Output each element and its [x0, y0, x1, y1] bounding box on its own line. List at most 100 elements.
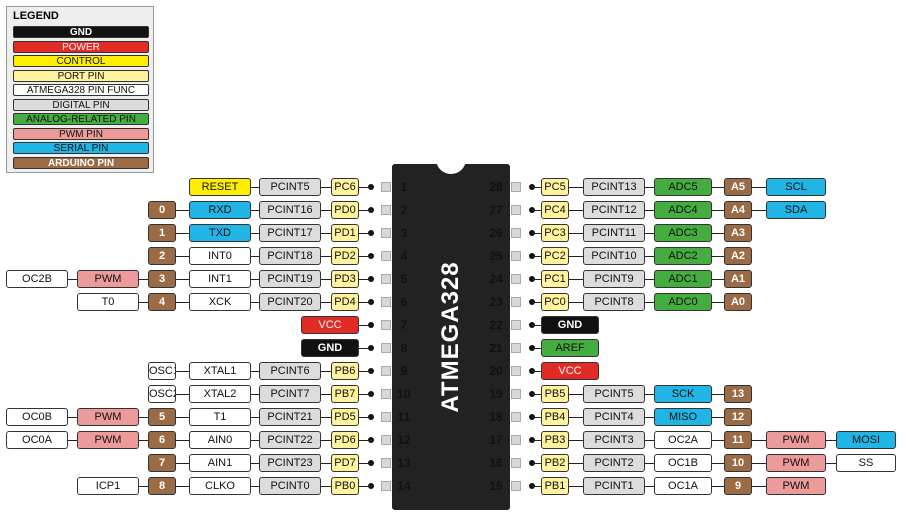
- pin-label-arduino: A4: [724, 201, 752, 219]
- pin-number: 25: [489, 249, 503, 263]
- legend-item-analog: ANALOG-RELATED PIN: [13, 113, 149, 125]
- legend-item-gnd: GND: [13, 26, 149, 38]
- pin-label-port: PB2: [541, 454, 569, 472]
- pin-label-arduino: 7: [148, 454, 176, 472]
- pin-label-func: OC0A: [6, 431, 68, 449]
- pin-label-serial: SCK: [654, 385, 712, 403]
- pin-number: 10: [397, 387, 411, 401]
- pin-label-arduino: 9: [724, 477, 752, 495]
- pin-label-port: PC3: [541, 224, 569, 242]
- pin-lead: [511, 481, 521, 491]
- pin-label-port: PC2: [541, 247, 569, 265]
- pin-label-digital: PCINT19: [259, 270, 321, 288]
- pin-lead: [511, 274, 521, 284]
- pin-label-port: PB7: [331, 385, 359, 403]
- pin-lead: [381, 343, 391, 353]
- pin-label-digital: PCINT0: [259, 477, 321, 495]
- pin-label-arduino: 13: [724, 385, 752, 403]
- pin-label-analog: AREF: [541, 339, 599, 357]
- pin-number: 11: [397, 410, 411, 424]
- pin-label-digital: PCINT13: [583, 178, 645, 196]
- pin-lead: [511, 182, 521, 192]
- pin-label-port: PB0: [331, 477, 359, 495]
- pin-label-arduino: A2: [724, 247, 752, 265]
- pin-label-digital: PCINT9: [583, 270, 645, 288]
- pin-number: 1: [400, 180, 408, 194]
- pin-label-func: SS: [836, 454, 896, 472]
- pin-lead: [381, 481, 391, 491]
- pin-number: 6: [400, 295, 408, 309]
- pin-label-arduino: 1: [148, 224, 176, 242]
- pin-label-pwm: PWM: [77, 270, 139, 288]
- pin-number: 22: [489, 318, 503, 332]
- pin-lead: [381, 182, 391, 192]
- pin-label-func: T0: [77, 293, 139, 311]
- pin-label-port: PB1: [541, 477, 569, 495]
- pin-label-port: PB5: [541, 385, 569, 403]
- pin-lead: [381, 274, 391, 284]
- pin-number: 3: [400, 226, 408, 240]
- pin-label-port: PD2: [331, 247, 359, 265]
- pin-label-pwm: PWM: [766, 454, 826, 472]
- pin-label-digital: PCINT5: [259, 178, 321, 196]
- pin-label-func: OC0B: [6, 408, 68, 426]
- pin-number: 19: [489, 387, 503, 401]
- pin-lead: [511, 320, 521, 330]
- legend-item-power: POWER: [13, 40, 149, 53]
- pin-label-func: OC1A: [654, 477, 712, 495]
- pin-label-port: PD7: [331, 454, 359, 472]
- pin-lead: [381, 205, 391, 215]
- pin-number: 24: [489, 272, 503, 286]
- pin-label-arduino: 0: [148, 201, 176, 219]
- pin-lead: [381, 458, 391, 468]
- pin-lead: [511, 205, 521, 215]
- pin-label-serial: RXD: [189, 201, 251, 219]
- pin-label-analog: ADC1: [654, 270, 712, 288]
- pin-label-port: PD4: [331, 293, 359, 311]
- pin-label-port: PD1: [331, 224, 359, 242]
- pin-number: 16: [489, 456, 503, 470]
- pin-label-digital: PCINT21: [259, 408, 321, 426]
- pin-label-pwm: PWM: [766, 477, 826, 495]
- pin-lead: [381, 389, 391, 399]
- pin-label-func: XTAL2: [189, 385, 251, 403]
- pin-label-digital: PCINT2: [583, 454, 645, 472]
- pin-label-arduino: 5: [148, 408, 176, 426]
- pin-label-func: INT1: [189, 270, 251, 288]
- pin-label-arduino: 6: [148, 431, 176, 449]
- pin-label-port: PC1: [541, 270, 569, 288]
- pin-number: 7: [400, 318, 408, 332]
- pin-label-arduino: 2: [148, 247, 176, 265]
- legend-item-pwm: PWM PIN: [13, 127, 149, 140]
- pin-label-func: T1: [189, 408, 251, 426]
- pin-label-digital: PCINT8: [583, 293, 645, 311]
- pin-label-analog: ADC0: [654, 293, 712, 311]
- pin-label-port: PC6: [331, 178, 359, 196]
- pin-label-digital: PCINT1: [583, 477, 645, 495]
- pin-number: 5: [400, 272, 408, 286]
- pin-label-serial: SCL: [766, 178, 826, 196]
- pin-label-digital: PCINT18: [259, 247, 321, 265]
- pin-label-serial: MOSI: [836, 431, 896, 449]
- pin-label-func: OSC2: [148, 385, 176, 403]
- pin-lead: [381, 320, 391, 330]
- legend-item-port: PORT PIN: [13, 69, 149, 82]
- pin-label-pwm: PWM: [77, 431, 139, 449]
- pin-lead: [381, 297, 391, 307]
- pin-lead: [511, 297, 521, 307]
- pin-label-func: XTAL1: [189, 362, 251, 380]
- pin-label-power: VCC: [541, 362, 599, 380]
- pin-label-digital: PCINT7: [259, 385, 321, 403]
- pin-label-port: PD0: [331, 201, 359, 219]
- pin-label-func: XCK: [189, 293, 251, 311]
- pin-label-func: INT0: [189, 247, 251, 265]
- pin-label-gnd: GND: [301, 339, 359, 357]
- pin-label-analog: ADC4: [654, 201, 712, 219]
- pin-label-port: PD3: [331, 270, 359, 288]
- pin-label-func: CLKO: [189, 477, 251, 495]
- pin-label-digital: PCINT11: [583, 224, 645, 242]
- pin-lead: [381, 251, 391, 261]
- pin-label-arduino: 11: [724, 431, 752, 449]
